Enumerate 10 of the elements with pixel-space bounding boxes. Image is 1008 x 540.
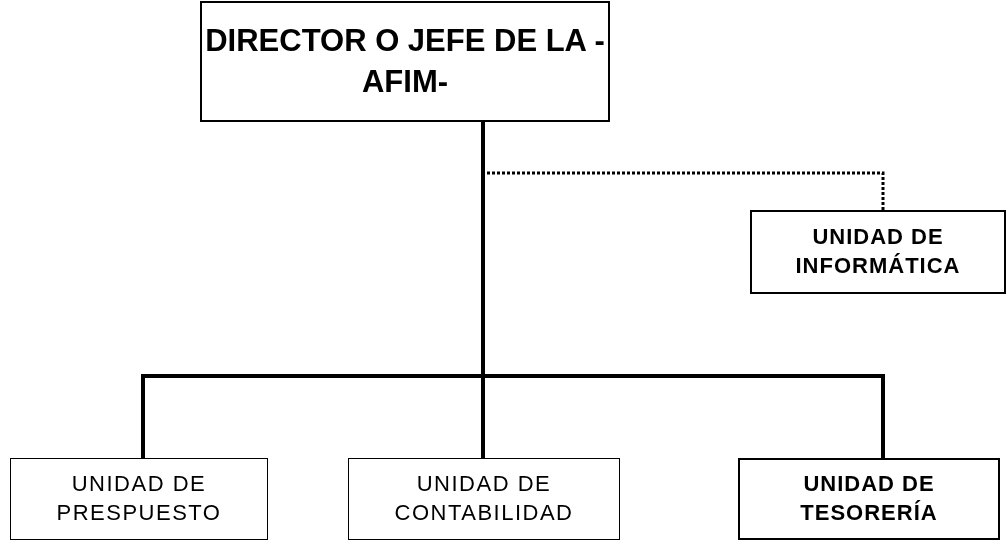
org-box — [200, 1, 610, 122]
org-box — [348, 458, 620, 540]
unit-title: UNIDAD DE TESORERÍA — [799, 470, 939, 527]
unit-title: UNIDAD DE CONTABILIDAD — [393, 470, 575, 527]
unit-title: DIRECTOR O JEFE DE LA -AFIM- — [204, 22, 606, 101]
org-box — [10, 458, 268, 540]
unit-title: UNIDAD DE INFORMÁTICA — [794, 223, 962, 280]
org-box — [750, 210, 1006, 294]
org-box — [738, 458, 1000, 540]
unit-title: UNIDAD DE PRESPUESTO — [55, 470, 223, 527]
